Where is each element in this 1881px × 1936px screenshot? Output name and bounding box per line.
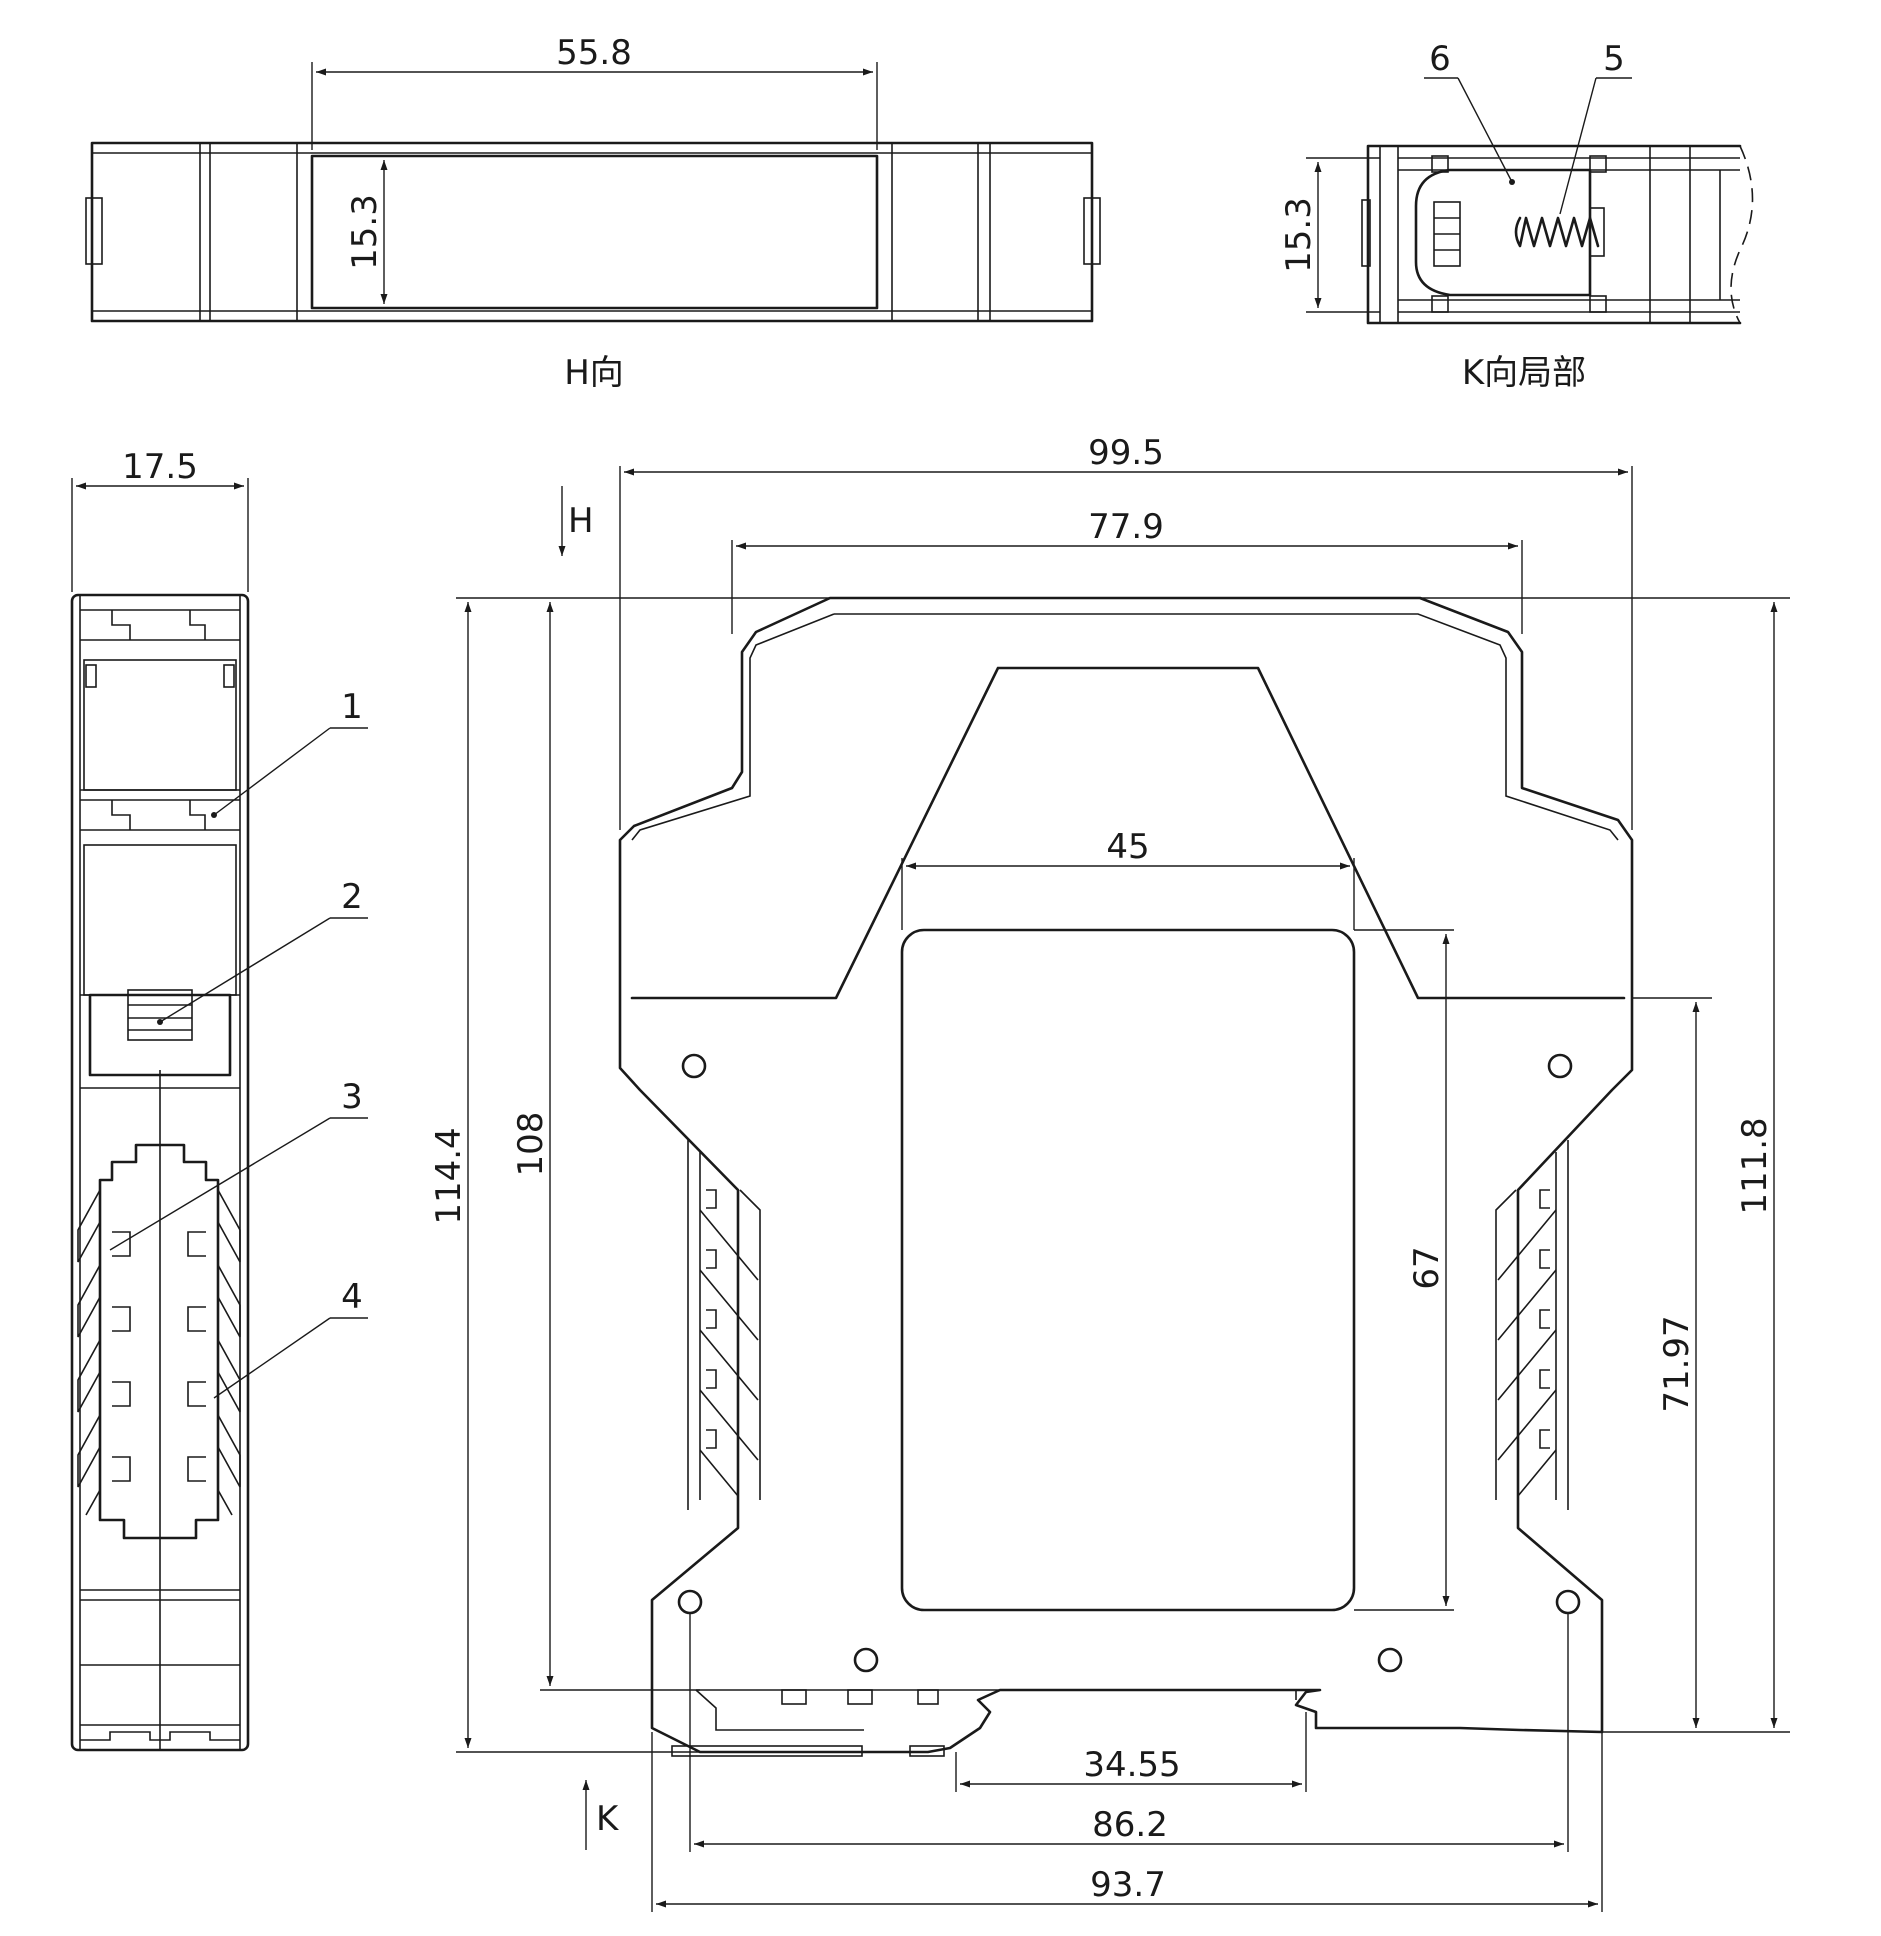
screw-hole-bottom-left: [677, 1589, 703, 1615]
dim-overall-width: 99.5: [1088, 433, 1164, 473]
dim-top-width: 77.9: [1088, 507, 1164, 547]
side-view-latch: [88, 993, 232, 1077]
callout-2: 2: [341, 877, 363, 917]
front-view-upper-panel: [630, 666, 1626, 1000]
screw-hole-top-left: [681, 1053, 707, 1079]
dim-h-height: 15.3: [345, 194, 385, 270]
front-view-window: [900, 928, 1356, 1612]
h-view-body: [90, 141, 1094, 323]
k-view-spring: [1514, 216, 1600, 248]
side-view-terminal-column: [98, 1143, 220, 1540]
screw-hole-rail-right: [1377, 1647, 1403, 1673]
front-view-housing: [618, 596, 1634, 1754]
dim-h-width: 55.8: [556, 33, 632, 73]
dim-k-height: 15.3: [1279, 197, 1319, 273]
screw-hole-bottom-right: [1555, 1589, 1581, 1615]
k-view-caption: K向局部: [1462, 353, 1586, 393]
dim-rail-height: 71.97: [1657, 1315, 1697, 1412]
callout-1: 1: [341, 687, 363, 727]
k-view: 15.3 6 5 K向局部: [1279, 39, 1754, 393]
screw-hole-rail-left: [853, 1647, 879, 1673]
h-view: 55.8 15.3 H向: [85, 33, 1101, 393]
dim-base-outer: 93.7: [1090, 1865, 1166, 1905]
dim-window-height: 67: [1407, 1246, 1447, 1289]
dim-height-108: 108: [511, 1112, 551, 1177]
dim-height-total: 114.4: [429, 1127, 469, 1224]
dim-height-right: 111.8: [1735, 1117, 1775, 1214]
k-view-clip: [1414, 168, 1592, 297]
h-view-left-clip: [85, 197, 103, 265]
dim-side-width: 17.5: [122, 447, 198, 487]
h-view-label-window: [310, 154, 879, 310]
h-view-caption: H向: [564, 353, 624, 393]
side-view: 17.5 1 2 3 4: [70, 447, 368, 1752]
dim-window-width: 45: [1106, 827, 1149, 867]
callout-4: 4: [341, 1277, 363, 1317]
side-view-contact-fins: [77, 1189, 241, 1516]
screw-hole-top-right: [1547, 1053, 1573, 1079]
front-view: 99.5 77.9 45 114.4 108 67 111.8 71.97: [429, 433, 1790, 1912]
dim-base-inner: 86.2: [1092, 1805, 1168, 1845]
front-view-rail-clip: [671, 1689, 1297, 1757]
callout-3: 3: [341, 1077, 363, 1117]
h-arrow-label: H: [568, 501, 594, 541]
callout-5: 5: [1603, 39, 1625, 79]
h-view-right-clip: [1083, 197, 1101, 265]
front-view-right-fins: [1495, 1140, 1569, 1510]
callout-6: 6: [1429, 39, 1451, 79]
dim-rail-offset: 34.55: [1083, 1745, 1180, 1785]
k-arrow-label: K: [596, 1799, 620, 1839]
front-view-left-fins: [687, 1140, 761, 1510]
